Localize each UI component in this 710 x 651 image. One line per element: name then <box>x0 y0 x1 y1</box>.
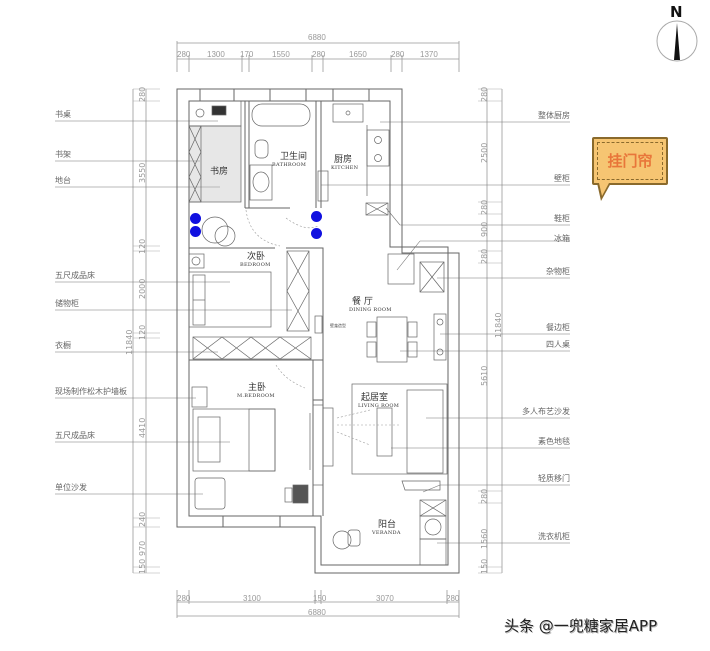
room-kitchen-label-en: KITCHEN <box>331 165 359 171</box>
annotation-four-seat-table: 四人桌 <box>546 340 570 349</box>
room-kitchen-label: 厨房 <box>334 155 353 165</box>
dim-left-total: 11840 <box>125 329 134 355</box>
marker-dot <box>311 211 322 222</box>
curtain-callout: 挂门帘 <box>592 137 668 185</box>
room-living-label: 起居室 <box>361 393 389 403</box>
dim-bottom-seg: 150 <box>313 594 327 603</box>
dim-left-seg: 150 <box>138 558 147 574</box>
annotation-platform: 地台 <box>55 176 71 185</box>
annotation-wall-panel: 现场制作松木护墙板 <box>55 387 127 396</box>
callout-tail-fill <box>599 183 609 196</box>
dim-left-seg: 3550 <box>138 162 147 183</box>
dim-top-seg: 1550 <box>272 50 290 59</box>
dim-right-seg: 900 <box>480 221 489 237</box>
dim-bottom-total: 6880 <box>308 608 326 617</box>
annotation-desk: 书桌 <box>55 110 71 119</box>
annotation-bed-5ft: 五尺成品床 <box>55 271 95 280</box>
room-veranda-label: 阳台 <box>378 520 397 530</box>
dim-left-seg: 120 <box>138 238 147 254</box>
annotation-fabric-sofa: 多人布艺沙发 <box>522 407 570 416</box>
dim-right-seg: 280 <box>480 248 489 264</box>
room-dining-label-en: DINING ROOM <box>349 307 392 313</box>
room-living-label-en: LIVING ROOM <box>358 403 400 409</box>
dim-bottom-seg: 280 <box>446 594 460 603</box>
dim-right-seg: 150 <box>480 558 489 574</box>
dim-top-total: 6880 <box>308 33 326 42</box>
annotation-misc-cabinet: 杂物柜 <box>546 267 570 276</box>
annotation-storage: 储物柜 <box>55 299 79 308</box>
annotation-single-sofa: 单位沙发 <box>55 483 87 492</box>
dim-right-seg: 2500 <box>480 142 489 163</box>
source-watermark: 头条 @一兜糖家居APP <box>504 617 658 635</box>
callout-dashed-border <box>597 142 663 180</box>
room-bedroom-label: 次卧 <box>247 252 266 262</box>
dim-bottom-seg: 3070 <box>376 594 394 603</box>
annotation-sideboard: 餐边柜 <box>546 323 570 332</box>
room-bathroom-label-en: BATHROOM <box>272 162 307 168</box>
room-veranda-label-en: VERANDA <box>372 530 401 536</box>
marker-dot <box>311 228 322 239</box>
room-master-label-en: M.BEDROOM <box>237 393 275 399</box>
annotation-rug: 素色地毯 <box>538 437 570 446</box>
dim-left-seg: 280 <box>138 86 147 102</box>
north-label: N <box>670 3 683 21</box>
dim-top-seg: 1370 <box>420 50 438 59</box>
dim-top-seg: 280 <box>177 50 191 59</box>
annotation-shoe-cabinet: 鞋柜 <box>554 214 570 223</box>
marker-dot <box>190 213 201 224</box>
dim-bottom-seg: 280 <box>177 594 191 603</box>
annotation-bed-5ft-master: 五尺成品床 <box>55 431 95 440</box>
dim-right-seg: 5610 <box>480 365 489 386</box>
dim-top-seg: 280 <box>391 50 405 59</box>
dim-top-seg: 1300 <box>207 50 225 59</box>
dim-top-seg: 1650 <box>349 50 367 59</box>
annotation-fridge: 冰箱 <box>554 234 570 243</box>
dim-left-seg: 2000 <box>138 278 147 299</box>
annotation-bookshelf: 书架 <box>55 150 71 159</box>
dim-right-total: 11840 <box>494 312 503 338</box>
room-bedroom-label-en: BEDROOM <box>240 262 271 268</box>
dim-top-seg: 280 <box>312 50 326 59</box>
annotation-wall-cabinet: 壁柜 <box>554 174 570 183</box>
dim-top-seg: 170 <box>240 50 254 59</box>
marker-dot <box>190 226 201 237</box>
wall-niche-note: 壁龛造型 <box>330 323 346 328</box>
annotation-kitchen-unit: 整体厨房 <box>538 111 570 120</box>
dim-bottom-seg: 3100 <box>243 594 261 603</box>
annotation-sliding-door: 轻质移门 <box>538 474 570 483</box>
dim-left-seg: 970 <box>138 540 147 556</box>
dim-left-seg: 4410 <box>138 417 147 438</box>
annotation-wardrobe: 衣橱 <box>55 341 71 350</box>
dim-left-seg: 120 <box>138 324 147 340</box>
dim-right-seg: 280 <box>480 86 489 102</box>
dim-right-seg: 280 <box>480 199 489 215</box>
annotation-washer-cabinet: 洗衣机柜 <box>538 532 570 541</box>
compass-icon <box>657 21 697 61</box>
dim-right-seg: 1560 <box>480 528 489 549</box>
room-dining-label: 餐 厅 <box>352 297 373 307</box>
room-master-label: 主卧 <box>248 383 267 393</box>
room-bathroom-label: 卫生间 <box>280 152 308 162</box>
dim-left-seg: 240 <box>138 511 147 527</box>
room-study-label: 书房 <box>210 167 229 177</box>
callout-text: 挂门帘 <box>607 152 653 170</box>
dim-right-seg: 280 <box>480 488 489 504</box>
